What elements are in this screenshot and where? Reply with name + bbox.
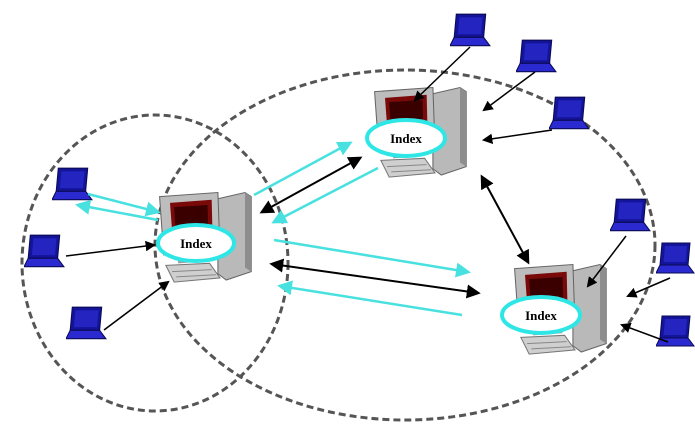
laptop-left-lower-icon	[66, 306, 107, 340]
laptop-left-middle-icon	[24, 234, 65, 268]
laptop-left-upper-icon	[52, 167, 93, 201]
link-laptop-top-1	[413, 46, 471, 102]
laptop-right-1-icon	[610, 198, 651, 232]
server-right-index-badge: Index	[500, 295, 582, 335]
laptop-right-2-icon	[656, 242, 695, 274]
link-left-top	[259, 156, 363, 214]
link-laptop-right-1	[586, 235, 627, 288]
laptop-top-2-icon	[516, 39, 557, 73]
laptop-top-3-icon	[549, 96, 590, 130]
server-left-index-label: Index	[180, 236, 212, 251]
laptop-top-1-icon	[450, 13, 491, 47]
server-top-index-badge: Index	[365, 118, 447, 158]
query-laptop-to-left	[87, 192, 161, 217]
link-laptop-left-lower	[103, 280, 170, 331]
link-top-right	[480, 174, 530, 265]
query-left-to-right	[273, 238, 471, 278]
query-left-to-top	[253, 141, 353, 197]
link-laptop-top-3	[481, 129, 553, 144]
server-top-index-label: Index	[390, 131, 422, 146]
laptop-right-3-icon	[656, 315, 695, 347]
link-laptop-right-3	[620, 322, 669, 343]
link-left-right	[269, 258, 481, 299]
server-right-index-label: Index	[525, 308, 557, 323]
link-laptop-right-2	[626, 277, 671, 298]
query-right-to-left	[277, 280, 463, 317]
link-laptop-top-2	[482, 71, 536, 112]
link-laptop-left-middle	[65, 240, 157, 257]
server-left-index-badge: Index	[156, 223, 236, 263]
query-left-to-laptop	[75, 199, 159, 222]
